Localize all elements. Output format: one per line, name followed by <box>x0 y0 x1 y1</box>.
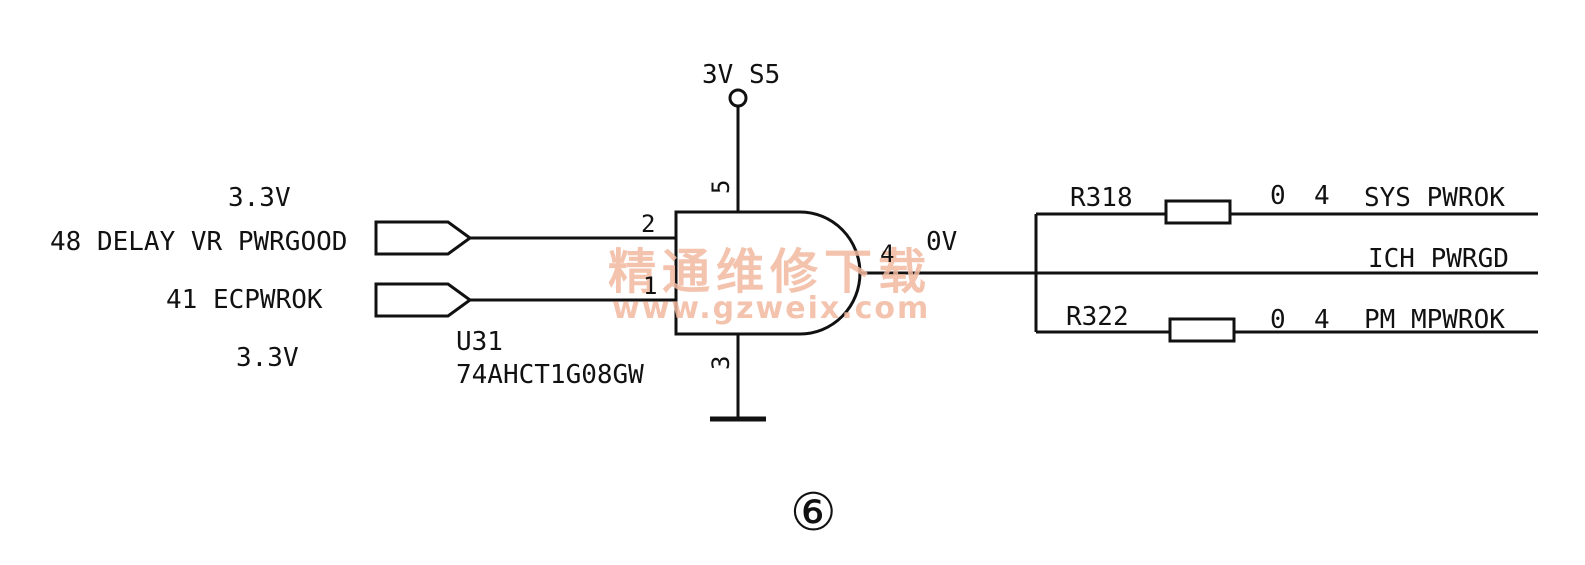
r318-label: R318 <box>1070 183 1133 213</box>
power-label: 3V S5 <box>702 60 780 90</box>
input-1-net-label: 48 DELAY VR PWRGOOD <box>50 227 347 257</box>
r318-value: 0 <box>1270 181 1286 211</box>
ich-pwrgd-net-label: ICH PWRGD <box>1368 244 1509 274</box>
r322-label: R322 <box>1066 302 1129 332</box>
resistor-r322 <box>1168 317 1236 343</box>
pin-5-label: 5 <box>707 180 735 194</box>
figure-number: ⑥ <box>790 483 837 543</box>
gate-ref-label: U31 <box>456 327 503 357</box>
pin-1-label: 1 <box>643 272 657 300</box>
sys-pwrok-net-label: SYS PWROK <box>1364 183 1505 213</box>
input-2-voltage: 3.3V <box>236 343 299 373</box>
input-1-voltage: 3.3V <box>228 183 291 213</box>
gate-part-label: 74AHCT1G08GW <box>456 360 644 390</box>
r318-pin: 4 <box>1314 181 1330 211</box>
power-terminal <box>728 88 748 108</box>
input-2-net-label: 41 ECPWROK <box>166 285 323 315</box>
watermark-url: www.gzweix.com <box>612 291 930 326</box>
pin-2-label: 2 <box>641 210 655 238</box>
output-voltage-label: 0V <box>926 227 957 257</box>
r322-value: 0 <box>1270 305 1286 335</box>
pin-4-label: 4 <box>880 240 894 268</box>
pm-mpwrok-net-label: PM MPWROK <box>1364 305 1505 335</box>
r322-pin: 4 <box>1314 305 1330 335</box>
input-port-ecpwrok <box>374 282 473 318</box>
watermark-title: 精通维修下载 <box>608 244 932 300</box>
pin-3-label: 3 <box>707 356 735 370</box>
input-port-delay-vr-pwrgood <box>374 220 473 256</box>
resistor-r318 <box>1164 199 1232 225</box>
and-gate-body <box>674 210 862 336</box>
